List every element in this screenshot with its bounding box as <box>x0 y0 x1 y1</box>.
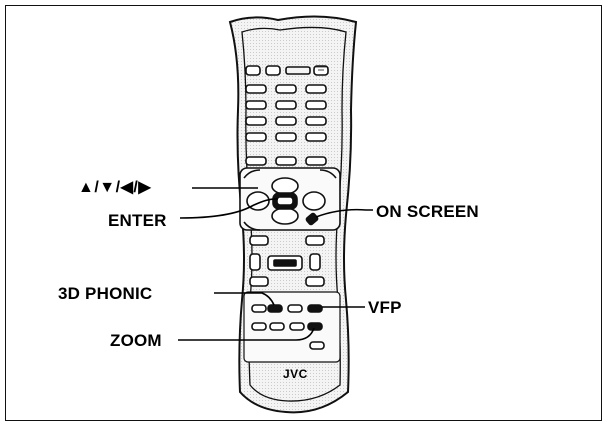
label-3d-phonic: 3D PHONIC <box>58 284 153 303</box>
label-vfp: VFP <box>368 298 402 317</box>
label-zoom: ZOOM <box>110 331 162 350</box>
leader-3d-phonic <box>214 292 275 306</box>
leader-zoom <box>178 327 315 341</box>
leader-on-screen <box>315 208 373 218</box>
top-button-grid <box>245 65 329 166</box>
brand-logo: JVC <box>283 367 308 381</box>
label-arrows: ▲/▼/◀/▶ <box>78 179 152 196</box>
navigation-pad <box>239 167 341 231</box>
lower-buttons <box>243 291 341 363</box>
ir-window-dots <box>316 66 326 71</box>
leader-enter <box>179 198 279 219</box>
label-on-screen: ON SCREEN <box>376 202 479 221</box>
label-enter: ENTER <box>108 211 167 230</box>
leader-lines <box>178 187 373 341</box>
middle-buttons <box>249 235 325 287</box>
